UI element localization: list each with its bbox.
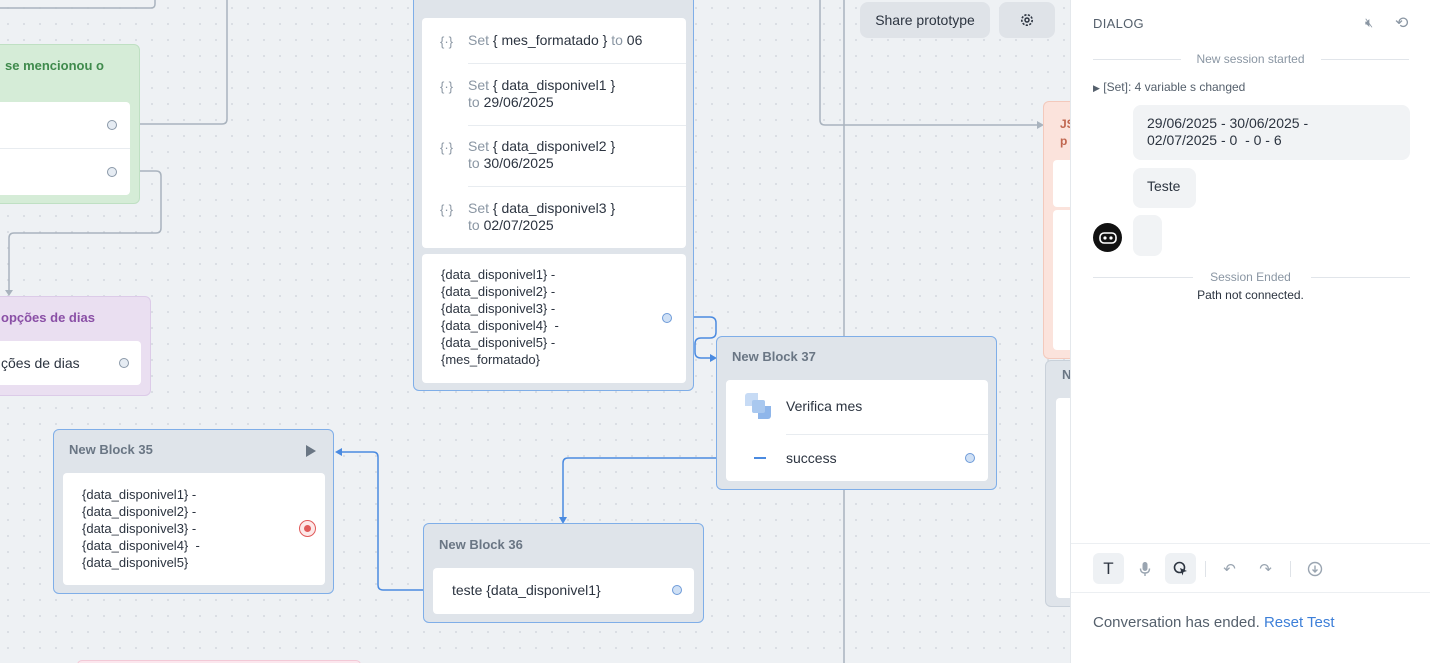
- bot-avatar-icon: [1098, 231, 1117, 244]
- gear-icon: [1021, 14, 1033, 26]
- cursor-click-icon: [1173, 561, 1187, 575]
- purple-port[interactable]: [119, 358, 129, 368]
- block-37-title: New Block 37: [732, 349, 816, 364]
- set-block-message-card[interactable]: {data_disponivel1} - {data_disponivel2} …: [422, 254, 686, 383]
- text-mode-button[interactable]: T: [1093, 553, 1124, 584]
- block-36-port[interactable]: [672, 585, 682, 595]
- block-36-title: New Block 36: [439, 537, 523, 552]
- caret-right-icon: ▶: [1093, 83, 1100, 93]
- set-steps-card[interactable]: {·} Set { mes_formatado } to 06 {·} Set …: [422, 18, 686, 248]
- variable-icon: {·}: [440, 140, 454, 155]
- download-icon: [1307, 561, 1322, 576]
- purple-block-card[interactable]: ções de dias: [0, 341, 141, 385]
- path-dash-icon: [754, 457, 766, 459]
- block-36[interactable]: New Block 36 teste {data_disponivel1}: [423, 523, 704, 623]
- block-37-path-label: success: [786, 450, 837, 466]
- mute-icon[interactable]: 🔇︎: [1365, 15, 1374, 30]
- path-status-label: Path not connected.: [1197, 288, 1304, 302]
- typing-bubble: [1133, 215, 1162, 256]
- function-icon: [745, 393, 772, 420]
- voice-mode-button[interactable]: [1129, 553, 1160, 584]
- set-summary-toggle[interactable]: ▶ [Set]: 4 variable s changed: [1093, 80, 1245, 94]
- variable-icon: {·}: [440, 34, 454, 49]
- green-port-2[interactable]: [107, 167, 117, 177]
- block-37-card[interactable]: Verifica mes success: [726, 380, 988, 481]
- share-prototype-button[interactable]: Share prototype: [860, 2, 990, 38]
- purple-block-partial[interactable]: opções de dias ções de dias: [0, 296, 151, 396]
- conversation-ended-text: Conversation has ended.: [1093, 614, 1260, 631]
- variable-icon: {·}: [440, 202, 454, 217]
- cursor-mode-button[interactable]: [1165, 553, 1196, 584]
- block-36-card[interactable]: teste {data_disponivel1}: [433, 568, 694, 614]
- block-35[interactable]: New Block 35 {data_disponivel1} - {data_…: [53, 429, 334, 594]
- reset-test-link[interactable]: Reset Test: [1263, 614, 1335, 631]
- session-ended-label: Session Ended: [1210, 270, 1291, 284]
- redo-icon: ↷: [1259, 560, 1272, 578]
- purple-item-label: ções de dias: [1, 355, 80, 371]
- block-37-step-label: Verifica mes: [786, 398, 863, 414]
- bot-avatar: [1093, 223, 1122, 252]
- microphone-icon: [1139, 561, 1150, 576]
- green-block-partial[interactable]: se mencionou o: [0, 44, 140, 204]
- dialog-toolbar: T ↶ ↷: [1071, 543, 1430, 593]
- conversation-footer: Conversation has ended. Reset Test: [1093, 614, 1335, 631]
- gray-block-header: N: [1062, 367, 1070, 382]
- target-icon[interactable]: [299, 520, 316, 537]
- set-block-port[interactable]: [662, 313, 672, 323]
- block-35-message: {data_disponivel1} - {data_disponivel2} …: [82, 487, 200, 570]
- dialog-panel: DIALOG 🔇︎ ⟲ New session started ▶ [Set]:…: [1070, 0, 1430, 663]
- variable-icon: {·}: [440, 79, 454, 94]
- green-block-header: se mencionou o: [5, 58, 104, 73]
- settings-button[interactable]: [999, 2, 1055, 38]
- red-block-header: JS p: [1060, 117, 1070, 148]
- text-icon: T: [1103, 558, 1114, 578]
- system-message-2: Teste: [1133, 168, 1196, 208]
- flow-canvas[interactable]: se mencionou o opções de dias ções de di…: [0, 0, 1070, 663]
- block-37-success-port[interactable]: [965, 453, 975, 463]
- undo-button[interactable]: ↶: [1214, 553, 1245, 584]
- download-button[interactable]: [1299, 553, 1330, 584]
- play-icon[interactable]: [306, 445, 316, 457]
- block-35-card[interactable]: {data_disponivel1} - {data_disponivel2} …: [63, 473, 325, 585]
- green-block-card[interactable]: [0, 102, 130, 195]
- redo-button[interactable]: ↷: [1250, 553, 1281, 584]
- block-36-message: teste {data_disponivel1}: [452, 582, 601, 598]
- restart-icon[interactable]: ⟲: [1395, 15, 1409, 32]
- new-session-label: New session started: [1196, 52, 1305, 66]
- green-port-1[interactable]: [107, 120, 117, 130]
- gray-block-partial[interactable]: N: [1045, 360, 1070, 607]
- dialog-title: DIALOG: [1093, 16, 1144, 31]
- purple-block-header: opções de dias: [1, 310, 95, 325]
- block-35-title: New Block 35: [69, 442, 153, 457]
- set-summary-text: [Set]: 4 variable s changed: [1103, 80, 1246, 94]
- set-block-message: {data_disponivel1} - {data_disponivel2} …: [441, 267, 559, 367]
- system-message-1: 29/06/2025 - 30/06/2025 - 02/07/2025 - 0…: [1133, 105, 1410, 160]
- block-37[interactable]: New Block 37 Verifica mes success: [716, 336, 997, 490]
- undo-icon: ↶: [1223, 560, 1236, 578]
- red-block-partial[interactable]: JS p: [1043, 101, 1070, 359]
- set-variables-block[interactable]: {·} Set { mes_formatado } to 06 {·} Set …: [413, 0, 694, 391]
